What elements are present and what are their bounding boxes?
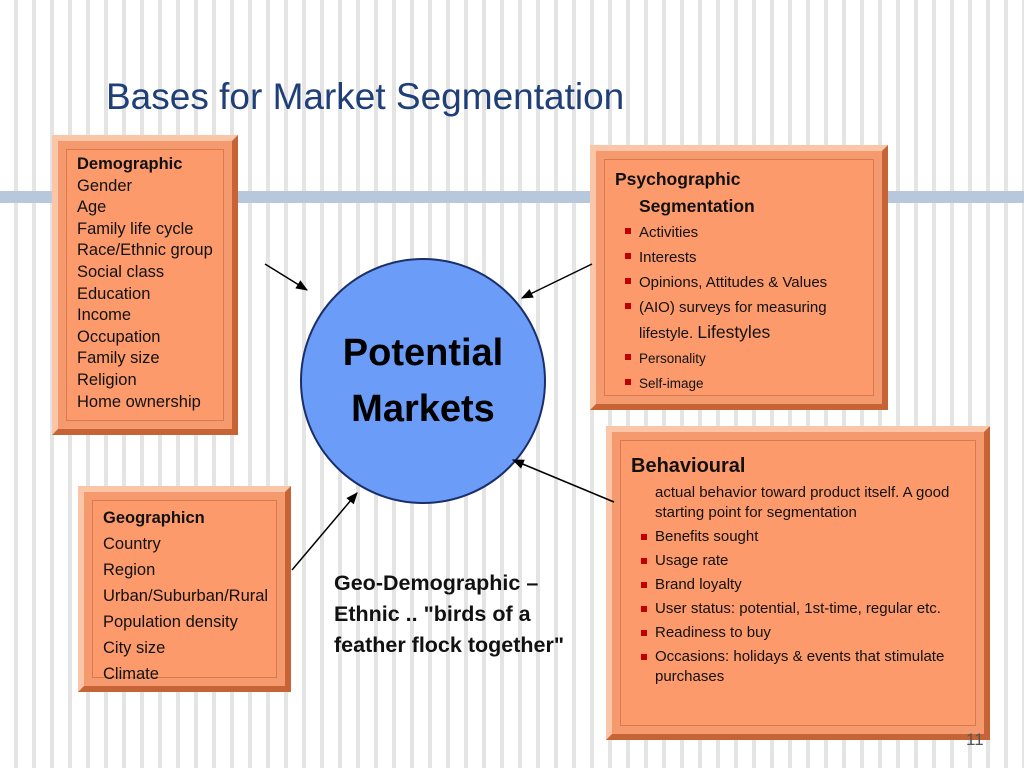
geographic-item: Region <box>103 561 156 579</box>
demographic-item: Gender <box>77 176 133 195</box>
psychographic-box: Psychographic Segmentation Activities In… <box>590 145 888 410</box>
geographic-item: City size <box>103 639 166 657</box>
geographic-item: Population density <box>103 613 238 631</box>
geographic-box: Geographicn Country Region Urban/Suburba… <box>78 486 291 692</box>
psychographic-continuation: lifestyle. Lifestyles <box>615 320 863 346</box>
demographic-item: Age <box>77 198 107 217</box>
geographic-box-content: Geographicn Country Region Urban/Suburba… <box>92 500 277 683</box>
list-item: Occasions: holidays & events that stimul… <box>641 647 965 687</box>
geographic-item: Urban/Suburban/Rural <box>103 587 269 605</box>
arrow-demographic <box>264 263 309 291</box>
geo-demographic-text: Geo-Demographic – Ethnic .. "birds of a … <box>334 571 565 657</box>
list-item: Brand loyalty <box>641 575 965 595</box>
demographic-item: Social class <box>77 262 165 281</box>
page-title: Bases for Market Segmentation <box>106 76 625 117</box>
list-item: Readiness to buy <box>641 623 965 643</box>
continuation-small-text: lifestyle. <box>639 325 698 342</box>
geographic-item: Climate <box>103 665 159 683</box>
demographic-box: Demographic Gender Age Family life cycle… <box>52 135 238 435</box>
continuation-large-text: Lifestyles <box>697 322 771 342</box>
list-item: User status: potential, 1st-time, regula… <box>641 599 965 619</box>
arrow-psychographic <box>520 263 593 299</box>
list-item: Benefits sought <box>641 527 965 547</box>
behavioural-intro: actual behavior toward product itself. A… <box>655 484 950 521</box>
demographic-item: Religion <box>77 370 137 389</box>
psychographic-small-list: Personality Self-image <box>615 346 863 396</box>
list-item: Self-image <box>625 371 863 396</box>
list-item: Usage rate <box>641 551 965 571</box>
geographic-item: Country <box>103 535 161 553</box>
behavioural-list: Benefits sought Usage rate Brand loyalty… <box>631 527 965 687</box>
potential-markets-label: Potential Markets <box>342 332 504 430</box>
list-item: Personality <box>625 346 863 371</box>
page-number: 11 <box>966 730 984 749</box>
list-item: (AIO) surveys for measuring <box>625 295 863 320</box>
demographic-item: Education <box>77 284 151 303</box>
behavioural-box: Behavioural actual behavior toward produ… <box>606 426 990 740</box>
demographic-item: Family size <box>77 349 160 368</box>
behavioural-heading: Behavioural <box>631 455 746 477</box>
list-item: Opinions, Attitudes & Values <box>625 270 863 295</box>
demographic-item: Income <box>77 306 132 325</box>
behavioural-box-content: Behavioural actual behavior toward produ… <box>620 440 976 726</box>
demographic-item: Occupation <box>77 327 161 346</box>
arrow-behavioural <box>511 459 615 503</box>
potential-markets-circle: Potential Markets <box>300 258 546 504</box>
psychographic-heading-line2: Segmentation <box>639 196 755 216</box>
arrow-geographic <box>291 492 358 571</box>
demographic-box-content: Demographic Gender Age Family life cycle… <box>66 149 224 421</box>
geographic-heading: Geographicn <box>103 509 205 527</box>
demographic-item: Race/Ethnic group <box>77 241 213 260</box>
psychographic-heading: Psychographic <box>615 169 741 189</box>
list-item: Activities <box>625 220 863 245</box>
demographic-item: Family life cycle <box>77 219 194 238</box>
psychographic-list: Activities Interests Opinions, Attitudes… <box>615 220 863 320</box>
demographic-heading: Demographic <box>77 155 183 173</box>
demographic-item: Home ownership <box>77 392 201 411</box>
list-item: Interests <box>625 245 863 270</box>
psychographic-box-content: Psychographic Segmentation Activities In… <box>604 159 874 396</box>
